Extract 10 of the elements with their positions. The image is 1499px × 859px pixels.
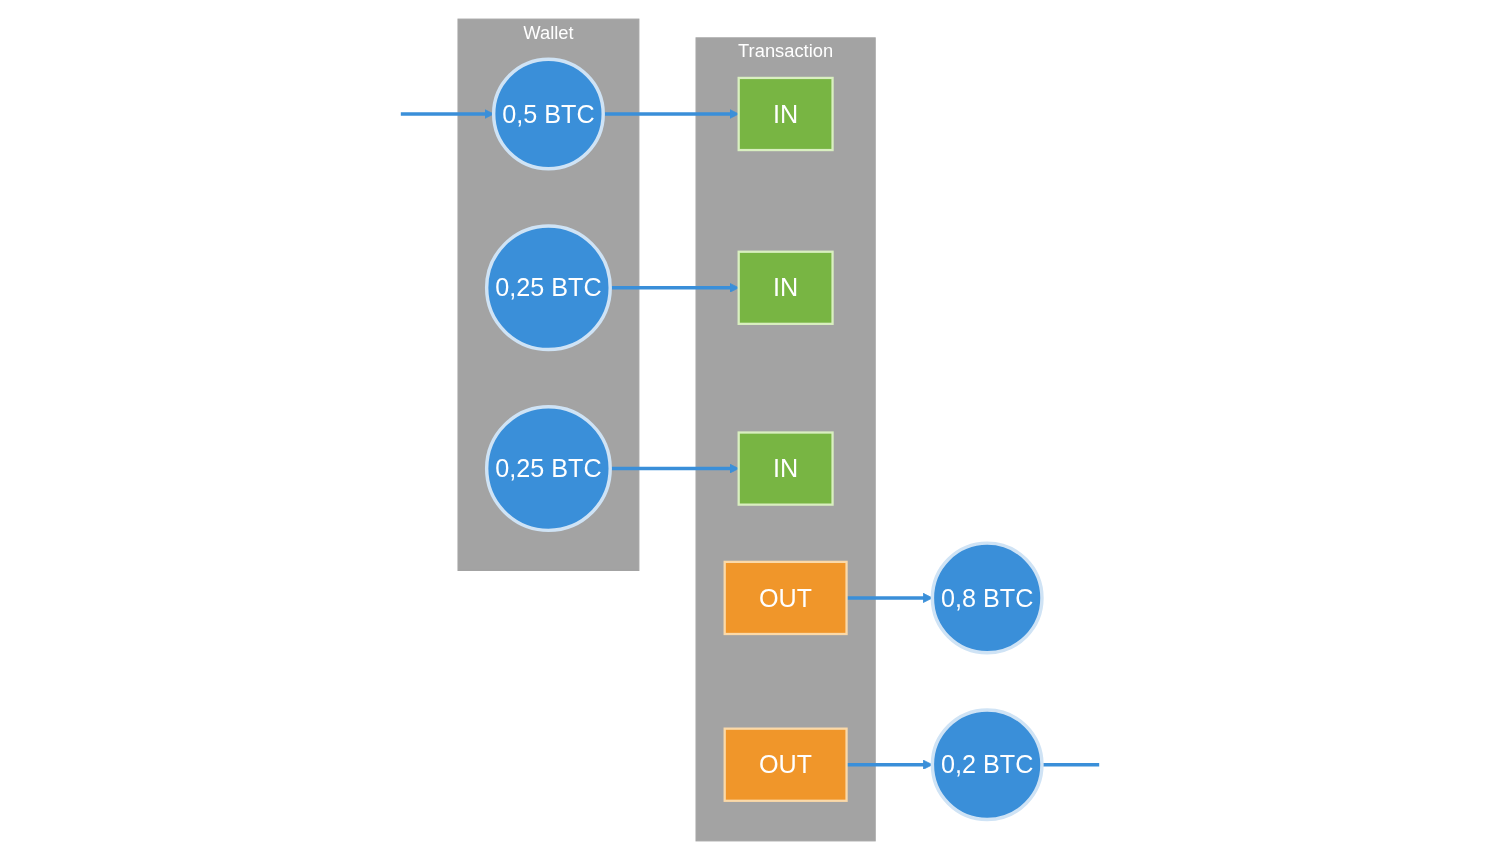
node-box: IN xyxy=(737,76,834,151)
node-box: IN xyxy=(737,250,834,325)
node-circle: 0,25 BTC xyxy=(484,223,612,351)
node-circle: 0,8 BTC xyxy=(930,540,1044,654)
node-circle: 0,25 BTC xyxy=(484,404,612,532)
node-box: OUT xyxy=(723,727,848,802)
node-circle: 0,2 BTC xyxy=(930,707,1044,821)
node-box: OUT xyxy=(723,560,848,635)
node-circle: 0,5 BTC xyxy=(491,57,605,170)
node-box: IN xyxy=(737,430,834,506)
